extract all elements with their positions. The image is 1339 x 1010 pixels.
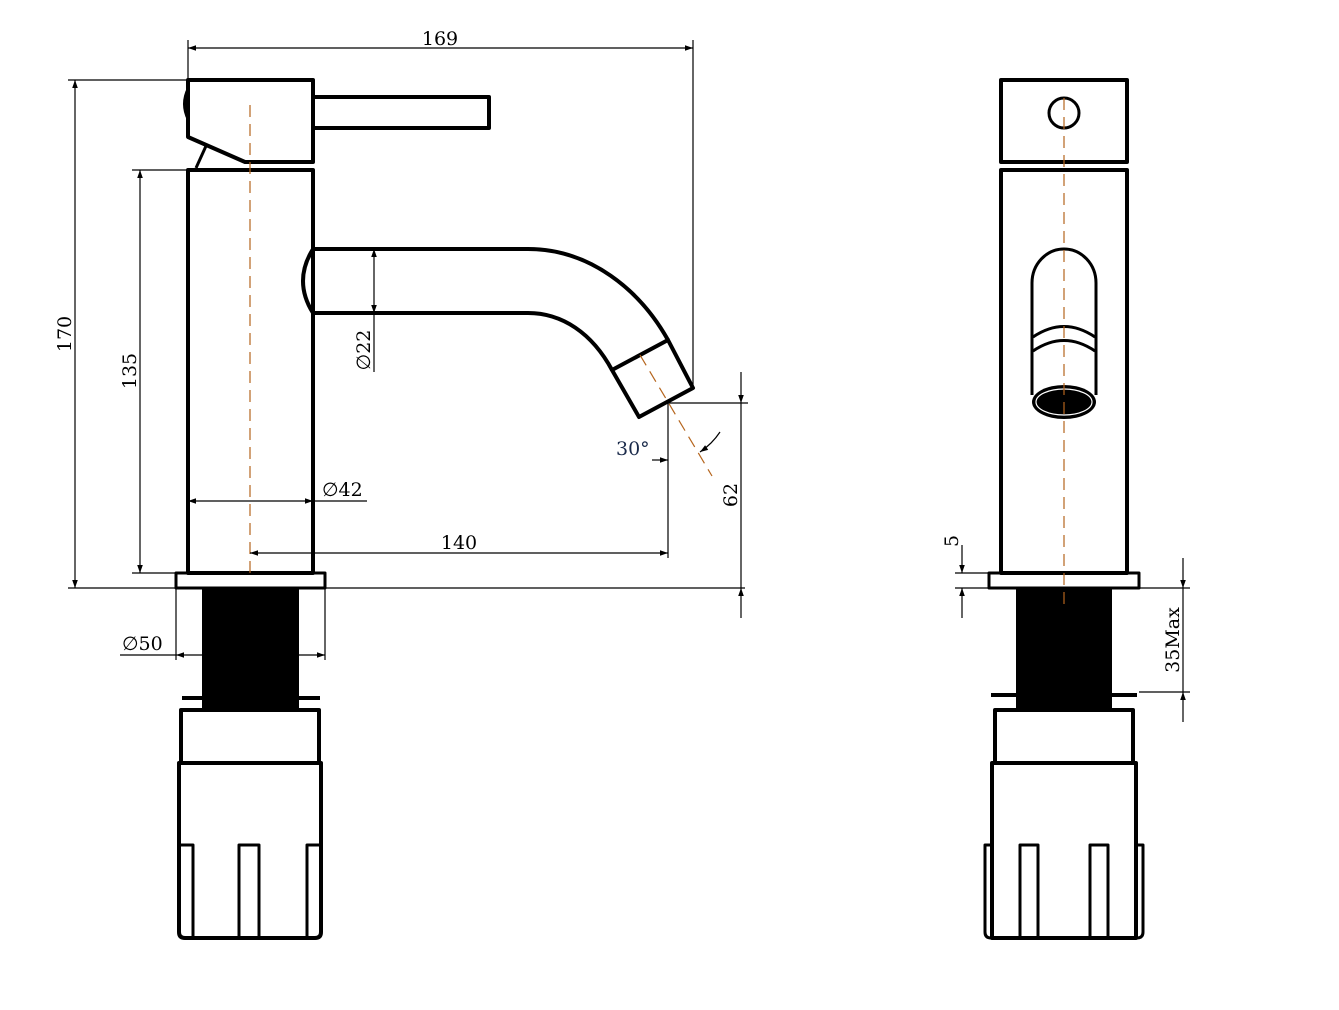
flange (174, 571, 327, 590)
dim-label-flange-diameter: ∅50 (122, 633, 163, 655)
lever (311, 95, 491, 130)
nut-body (177, 761, 323, 940)
nut-slots (179, 843, 321, 938)
nut-top-side (993, 708, 1135, 765)
dim-label-overall-width: 169 (422, 28, 458, 50)
dim-label-max-deck-thickness: 35Max (1162, 607, 1184, 673)
nut-top (179, 708, 321, 765)
spout-outline-side (1030, 247, 1098, 395)
dimension-d50: ∅50 (120, 588, 326, 660)
dim-label-body-height: 135 (119, 353, 141, 389)
nut-slots-side (983, 843, 1145, 940)
nut-body-side (990, 761, 1138, 940)
dim-label-body-diameter: ∅42 (322, 479, 363, 501)
side-view: 5 35Max (941, 78, 1190, 940)
dim-label-flange-thickness: 5 (941, 535, 963, 547)
dimension-62: 62 (668, 372, 748, 618)
front-view: 169 170 135 ∅22 ∅42 140 (54, 28, 748, 940)
dimension-135: 135 (119, 169, 188, 574)
dimension-d22: ∅22 (353, 249, 377, 372)
dim-label-spout-diameter: ∅22 (353, 330, 375, 371)
handle-support (194, 145, 208, 169)
dimension-d42: ∅42 (188, 479, 367, 504)
threaded-shank-side (1016, 587, 1112, 711)
dim-label-spout-height: 62 (720, 483, 742, 507)
spout-nozzle (610, 338, 695, 419)
dim-label-overall-height: 170 (54, 316, 76, 352)
dimension-170: 170 (54, 79, 745, 589)
dimension-169: 169 (187, 28, 694, 388)
spout (301, 247, 670, 371)
handle-cap-bulge (183, 87, 189, 121)
dimension-35max: 35Max (1139, 558, 1190, 722)
dim-label-spout-reach: 140 (441, 532, 477, 554)
dimension-30deg: 30° (616, 431, 721, 463)
handle-block (186, 78, 315, 164)
dimension-5: 5 (941, 535, 989, 618)
threaded-shank (202, 587, 299, 711)
dimension-140: 140 (250, 403, 669, 558)
spout-centerline (639, 354, 713, 477)
spout-ring-2 (1032, 339, 1096, 353)
dim-label-spout-angle: 30° (616, 438, 650, 460)
